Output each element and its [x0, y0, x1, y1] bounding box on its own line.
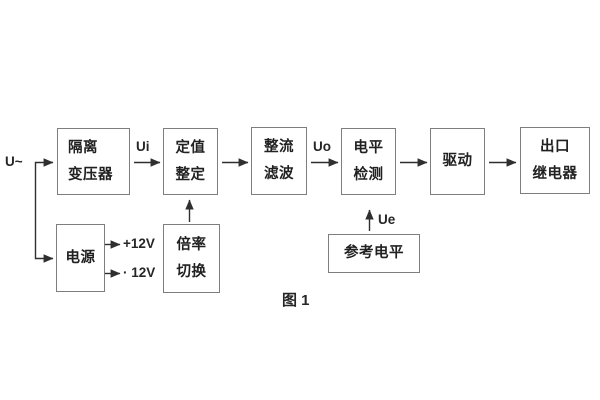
- uo-signal-label: Uo: [313, 139, 331, 154]
- block-setting-adjust: 定值 整定: [163, 128, 218, 195]
- block-text: 整定: [175, 166, 206, 183]
- ui-signal-label: Ui: [136, 139, 150, 154]
- block-text: 继电器: [532, 165, 578, 182]
- block-text: 检测: [353, 166, 384, 183]
- block-drive: 驱动: [430, 128, 485, 195]
- block-ratio-switch: 倍率 切换: [163, 224, 220, 293]
- block-text: 倍率: [176, 236, 207, 253]
- block-text: 隔离: [68, 140, 98, 156]
- ue-signal-label: Ue: [378, 212, 396, 227]
- block-reference-level: 参考电平: [328, 234, 420, 273]
- block-text: 整流: [264, 139, 294, 156]
- block-text: 定值: [175, 140, 206, 156]
- plus-12v-label: +12V: [123, 236, 155, 251]
- input-branch-arrows: [34, 158, 54, 263]
- block-text: 电源: [65, 249, 96, 266]
- block-text: 切换: [176, 263, 207, 280]
- block-isolation-transformer: 隔离 变压器: [57, 128, 130, 195]
- minus-12v-label: · 12V: [123, 265, 156, 280]
- block-power-supply: 电源: [56, 224, 105, 292]
- block-text: 驱动: [442, 153, 473, 170]
- block-text: 变压器: [68, 166, 113, 183]
- block-rectifier-filter: 整流 滤波: [251, 127, 307, 195]
- input-voltage-label: U~: [5, 154, 23, 169]
- block-output-relay: 出口 继电器: [520, 127, 590, 194]
- block-text: 参考电平: [344, 245, 404, 262]
- block-text: 出口: [540, 139, 570, 155]
- block-text: 电平: [353, 140, 384, 156]
- block-level-detection: 电平 检测: [341, 128, 396, 195]
- block-text: 滤波: [264, 166, 294, 183]
- figure-caption: 图 1: [282, 292, 310, 309]
